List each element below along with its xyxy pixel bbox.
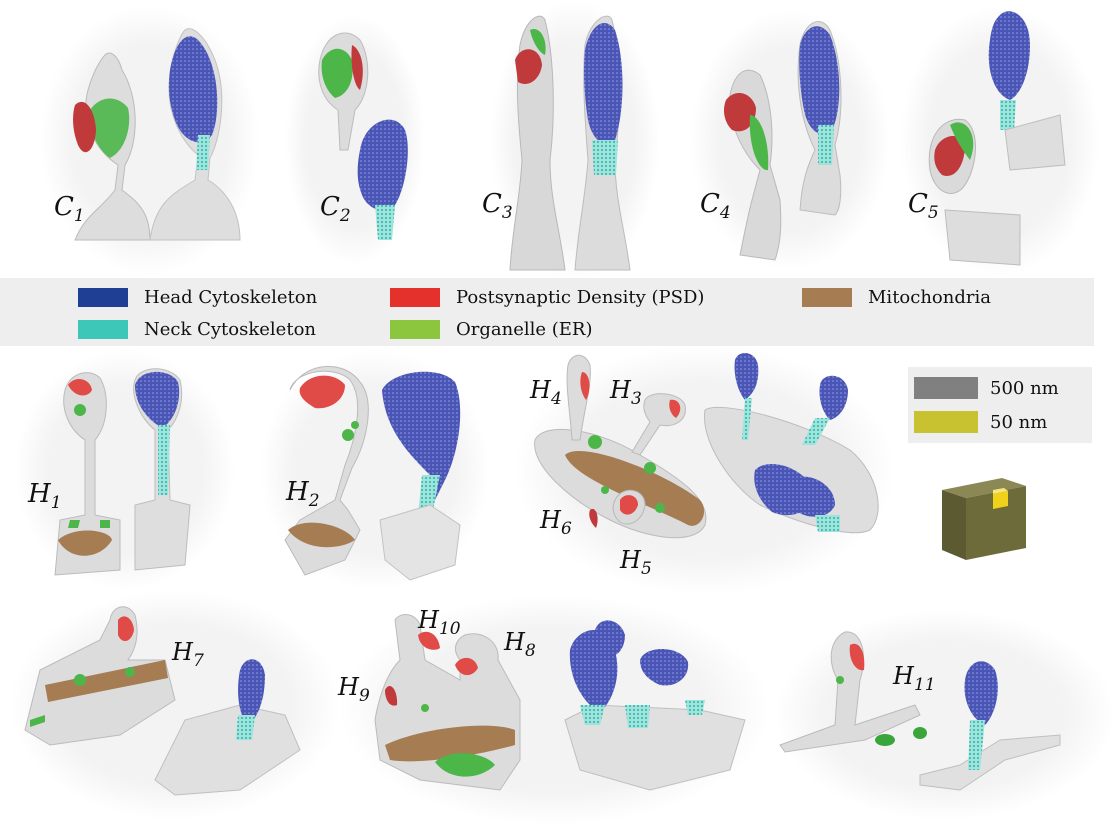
legend-swatch-er xyxy=(390,320,440,339)
label-h5: H5 xyxy=(619,546,652,579)
legend-item-er: Organelle (ER) xyxy=(390,319,593,340)
label-h7: H7 xyxy=(171,638,204,671)
spine-c4: C4 xyxy=(690,10,890,270)
spine-h11: H11 xyxy=(775,610,1115,820)
legend: Head Cytoskeleton Neck Cytoskeleton Post… xyxy=(0,278,1094,346)
scale-item-500: 500 nm xyxy=(914,377,1059,399)
scale-label-50: 50 nm xyxy=(990,411,1048,433)
scale-swatch-50 xyxy=(914,411,978,433)
legend-swatch-psd xyxy=(390,288,440,307)
legend-item-psd: Postsynaptic Density (PSD) xyxy=(390,287,704,308)
legend-label-er: Organelle (ER) xyxy=(456,319,593,340)
scale-label-500: 500 nm xyxy=(990,377,1059,399)
legend-swatch-mito xyxy=(802,288,852,307)
label-h1: H1 xyxy=(27,479,62,513)
legend-item-mito: Mitochondria xyxy=(802,287,991,308)
scale-swatch-500 xyxy=(914,377,978,399)
label-h11: H11 xyxy=(892,662,936,695)
label-h3: H3 xyxy=(609,376,642,409)
spine-h3-h6: H4 H3 H6 H5 xyxy=(515,345,895,595)
scale-cube xyxy=(942,478,1026,560)
label-h9: H9 xyxy=(337,673,370,706)
label-c3: C3 xyxy=(482,189,513,223)
spine-c2: C2 xyxy=(285,15,425,265)
spine-h8-h10: H10 H8 H9 xyxy=(337,595,770,825)
spine-h1: H1 xyxy=(15,350,235,590)
legend-label-neck: Neck Cytoskeleton xyxy=(144,319,316,340)
label-c2: C2 xyxy=(320,192,351,226)
spine-h7: H7 xyxy=(10,590,340,820)
label-h4: H4 xyxy=(529,376,562,409)
scale-item-50: 50 nm xyxy=(914,411,1047,433)
label-h2: H2 xyxy=(285,477,320,511)
legend-label-head: Head Cytoskeleton xyxy=(144,287,318,308)
label-c5: C5 xyxy=(908,189,939,223)
scale-legend: 500 nm 50 nm xyxy=(908,367,1092,443)
legend-label-mito: Mitochondria xyxy=(868,287,991,308)
spine-h2: H2 xyxy=(260,350,490,590)
label-c4: C4 xyxy=(700,189,731,223)
label-c1: C1 xyxy=(54,192,85,226)
label-h8: H8 xyxy=(503,628,536,661)
legend-label-psd: Postsynaptic Density (PSD) xyxy=(456,287,705,308)
legend-swatch-head xyxy=(78,288,128,307)
spine-c5: C5 xyxy=(900,5,1100,275)
label-h10: H10 xyxy=(417,606,461,639)
legend-item-neck: Neck Cytoskeleton xyxy=(78,319,316,340)
label-h6: H6 xyxy=(539,506,572,539)
spine-c1: C1 xyxy=(40,5,260,275)
spine-c3: C3 xyxy=(482,0,660,280)
legend-item-head: Head Cytoskeleton xyxy=(78,287,317,308)
legend-swatch-neck xyxy=(78,320,128,339)
